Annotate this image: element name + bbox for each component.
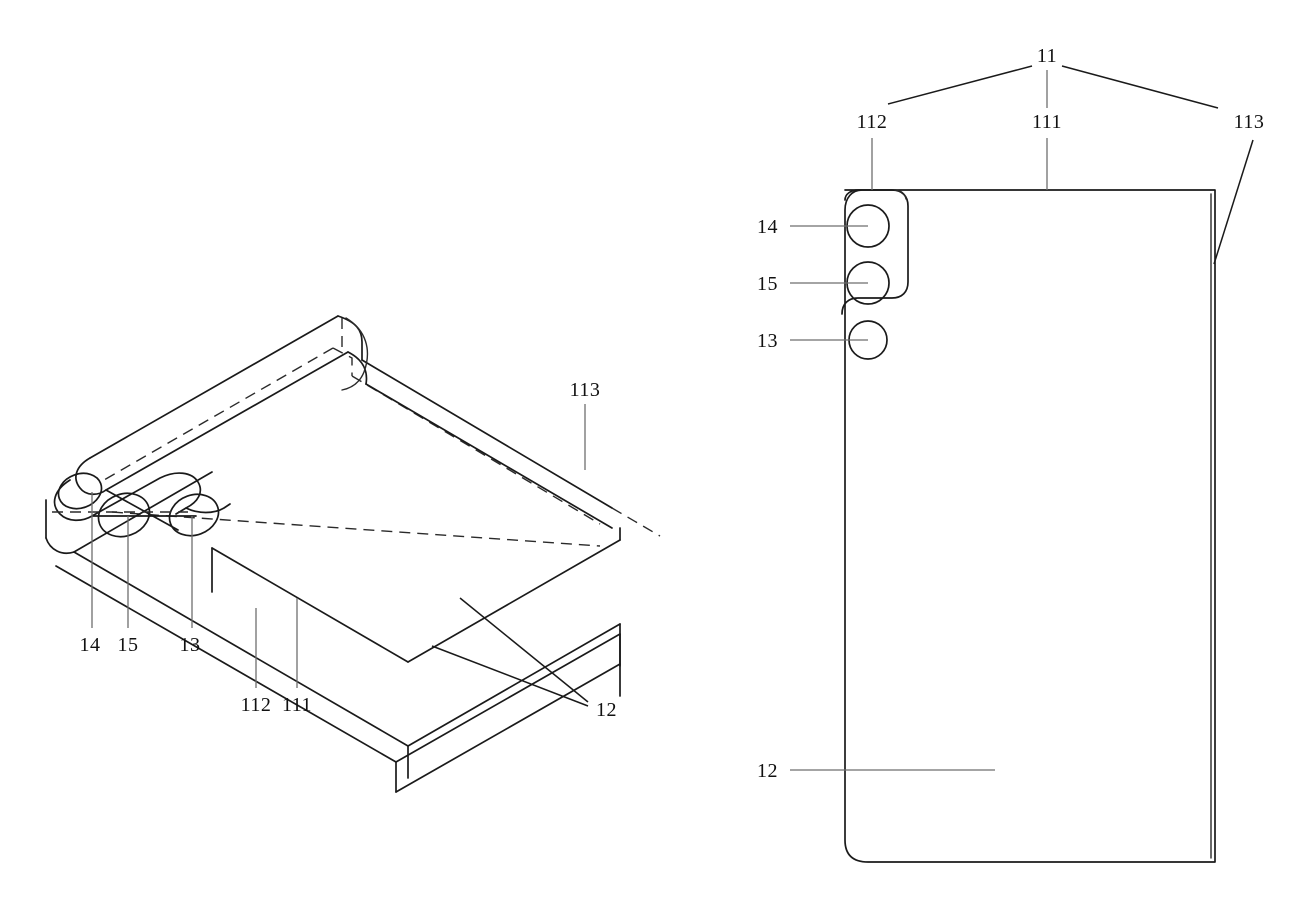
camera-island-outline-upper [91,472,202,517]
ref-num-15-perspective: 15 [118,634,139,656]
leader-11-to-112 [887,65,1033,105]
flap-top-right-edge [361,359,613,509]
panel-topface-hidden-seam [111,511,601,547]
perspective-device-body [45,315,661,793]
ref-num-112-plan: 112 [857,111,888,133]
plan-device-outline [844,189,1216,863]
ref-num-13-perspective: 13 [180,634,201,656]
leader-12a-perspective [459,597,589,703]
leader-113-drop [1213,139,1254,265]
perspective-reference-numbers: 14 15 13 112 111 113 12 [80,379,617,721]
perspective-leaders [91,404,589,707]
ref-num-14-perspective: 14 [80,634,101,656]
plan-leaders [790,65,1254,771]
flap-inner-right-hidden [351,375,601,525]
plan-camera-island-112 [841,189,909,315]
ref-num-12-plan: 12 [757,760,778,782]
screen-front-right-edge [407,539,621,663]
screen-front-left-edge [211,547,409,663]
body-lower-slab-bottom-right [395,663,621,793]
ref-num-11-plan: 11 [1037,45,1057,67]
camera-island-bridge [185,503,231,514]
plan-view-device-body [841,189,1216,863]
far-right-hidden-extension [611,507,661,537]
plan-reference-numbers: 11 112 111 113 14 15 13 12 [757,45,1264,782]
leader-11-to-113 [1061,65,1219,109]
perspective-camera-15-lens [97,492,151,538]
ref-num-15-plan: 15 [757,273,778,295]
body-upper-slab-front-top [73,551,409,747]
leader-12b-perspective [431,645,589,707]
plan-island-top-fillet [894,189,907,200]
perspective-camera-13-lens [168,493,220,537]
ref-num-111-perspective: 111 [282,694,312,716]
flap-corner-fillet-curve [341,317,369,391]
flap-front-lower-corner [347,351,368,385]
ref-num-12-perspective: 12 [596,699,617,721]
ref-num-112-perspective: 112 [241,694,272,716]
body-midseam-right [395,633,621,763]
flap-left-round-cap [75,457,107,496]
ref-num-13-plan: 13 [757,330,778,352]
ref-num-111-plan: 111 [1032,111,1062,133]
body-upper-slab-front-top-right [407,623,621,747]
panel-topface-back-right-edge [365,383,613,529]
ref-num-113-plan: 113 [1234,111,1265,133]
flap-corner-inner-hidden [332,347,353,376]
ref-num-14-plan: 14 [757,216,778,238]
body-midseam-left [55,565,397,763]
ref-num-113-perspective: 113 [570,379,601,401]
flap-front-face-lower-edge [105,351,349,491]
flap-top-outer-edge [89,315,339,459]
panel-topface-backleft-edge [105,489,179,531]
perspective-camera-14-lens [57,472,103,510]
flap-top-inner-hidden [103,347,334,481]
left-wall-bottom-round [45,537,75,555]
